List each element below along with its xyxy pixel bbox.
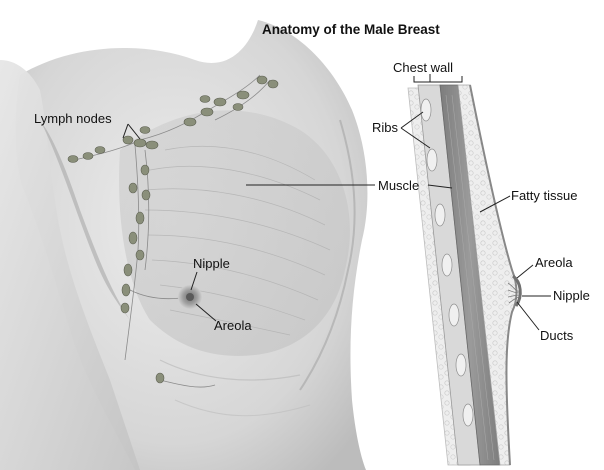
- lymph-node: [134, 139, 146, 147]
- label-fatty-tissue: Fatty tissue: [511, 188, 577, 203]
- lymph-node: [146, 141, 158, 149]
- lymph-node: [129, 183, 137, 193]
- torso-front-view: [0, 0, 367, 470]
- label-lymph-nodes: Lymph nodes: [34, 111, 112, 126]
- lymph-node: [123, 136, 133, 144]
- cross-section-side-view: [408, 85, 520, 465]
- lymph-node: [141, 165, 149, 175]
- lymph-node: [201, 108, 213, 116]
- label-ducts: Ducts: [540, 328, 574, 343]
- lymph-node: [95, 147, 105, 154]
- lymph-node: [214, 98, 226, 106]
- lymph-node: [156, 373, 164, 383]
- lymph-node: [68, 156, 78, 163]
- label-muscle: Muscle: [378, 178, 419, 193]
- lymph-node: [237, 91, 249, 99]
- lymph-node: [200, 96, 210, 103]
- label-areola-side: Areola: [535, 255, 573, 270]
- label-chest-wall: Chest wall: [393, 60, 453, 75]
- lymph-node: [184, 118, 196, 126]
- label-ribs: Ribs: [372, 120, 399, 135]
- label-areola-front: Areola: [214, 318, 252, 333]
- figure-title: Anatomy of the Male Breast: [262, 22, 440, 37]
- lymph-node: [136, 250, 144, 260]
- lymph-node: [142, 190, 150, 200]
- front-nipple: [186, 293, 194, 301]
- lymph-node: [257, 76, 267, 84]
- lymph-node: [268, 80, 278, 88]
- lymph-node: [122, 284, 130, 296]
- lymph-node: [136, 212, 144, 224]
- lymph-node: [121, 303, 129, 313]
- lymph-node: [233, 104, 243, 111]
- label-nipple-side: Nipple: [553, 288, 590, 303]
- lymph-node: [140, 127, 150, 134]
- label-nipple-front: Nipple: [193, 256, 230, 271]
- lymph-node: [124, 264, 132, 276]
- lymph-node: [129, 232, 137, 244]
- lymph-node: [83, 153, 93, 160]
